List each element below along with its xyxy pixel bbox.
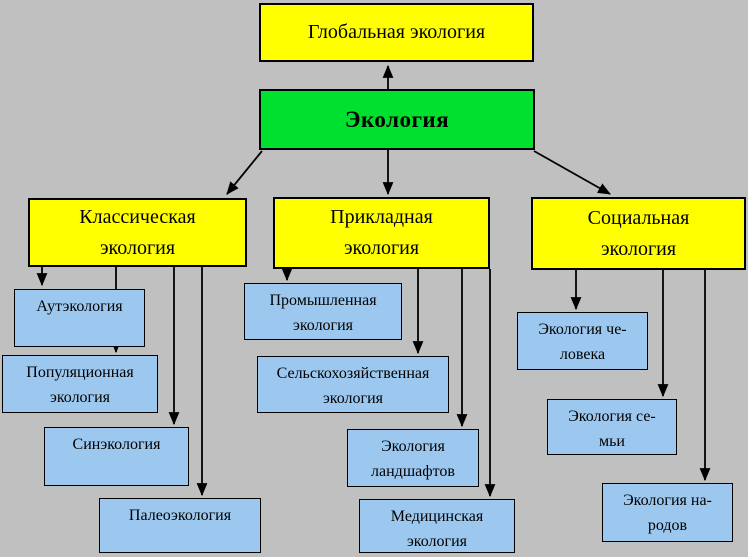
- node-classical-ecology: Классическая экология: [28, 198, 247, 267]
- node-synecology: Синэкология: [44, 427, 189, 486]
- node-autecology: Аутэкология: [14, 289, 145, 347]
- arrow-ecology-to-classic: [226, 150, 263, 195]
- node-human-ecology: Экология че- ловека: [517, 312, 648, 370]
- node-family-ecology: Экология се- мьи: [547, 399, 677, 455]
- node-agricultural-ecology: Сельскохозяйственная экология: [257, 356, 449, 413]
- node-applied-ecology: Прикладная экология: [273, 197, 490, 269]
- node-ecology-root: Экология: [259, 89, 535, 150]
- node-industrial-ecology: Промышленная экология: [244, 283, 402, 340]
- node-peoples-ecology: Экология на- родов: [602, 483, 733, 542]
- node-medical-ecology: Медицинская экология: [359, 499, 515, 553]
- node-paleoecology: Палеоэкология: [99, 498, 261, 553]
- arrow-ecology-to-social: [533, 150, 611, 195]
- node-global-ecology: Глобальная экология: [259, 3, 534, 62]
- node-social-ecology: Социальная экология: [531, 197, 746, 270]
- node-population-ecology: Популяционная экология: [2, 355, 158, 413]
- node-landscape-ecology: Экология ландшафтов: [347, 429, 479, 487]
